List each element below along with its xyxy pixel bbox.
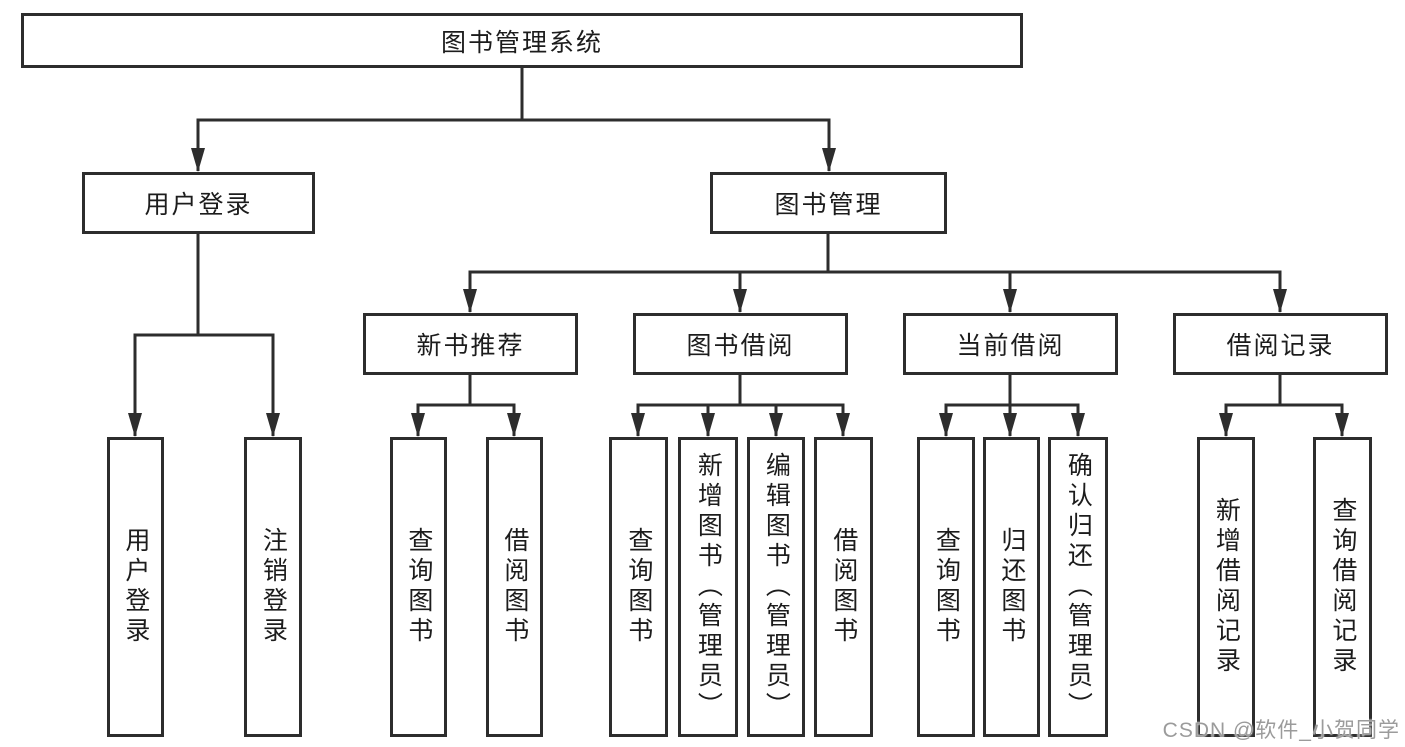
node-borrowing-records: 借阅记录 [1173,313,1388,375]
leaf-bb-add-books-admin: 新增图书（管理员） [678,437,738,737]
node-root: 图书管理系统 [21,13,1023,68]
leaf-logout: 注销登录 [244,437,302,737]
leaf-bb-query-books: 查询图书 [609,437,668,737]
node-new-book-recommend: 新书推荐 [363,313,578,375]
node-user-login-branch: 用户登录 [82,172,315,234]
leaf-cb-confirm-return-admin: 确认归还（管理员） [1048,437,1108,737]
csdn-watermark: CSDN @软件_小贺同学 [1162,719,1400,742]
leaf-bb-edit-books-admin: 编辑图书（管理员） [747,437,805,737]
leaf-user-login: 用户登录 [107,437,164,737]
leaf-nb-borrow-books: 借阅图书 [486,437,543,737]
leaf-bb-borrow-books: 借阅图书 [814,437,873,737]
node-current-borrowing: 当前借阅 [903,313,1118,375]
leaf-br-query-record: 查询借阅记录 [1313,437,1372,737]
leaf-cb-return-books: 归还图书 [983,437,1040,737]
node-book-borrowing: 图书借阅 [633,313,848,375]
node-book-management-branch: 图书管理 [710,172,947,234]
leaf-br-add-record: 新增借阅记录 [1197,437,1255,737]
leaf-nb-query-books: 查询图书 [390,437,447,737]
leaf-cb-query-books: 查询图书 [917,437,975,737]
